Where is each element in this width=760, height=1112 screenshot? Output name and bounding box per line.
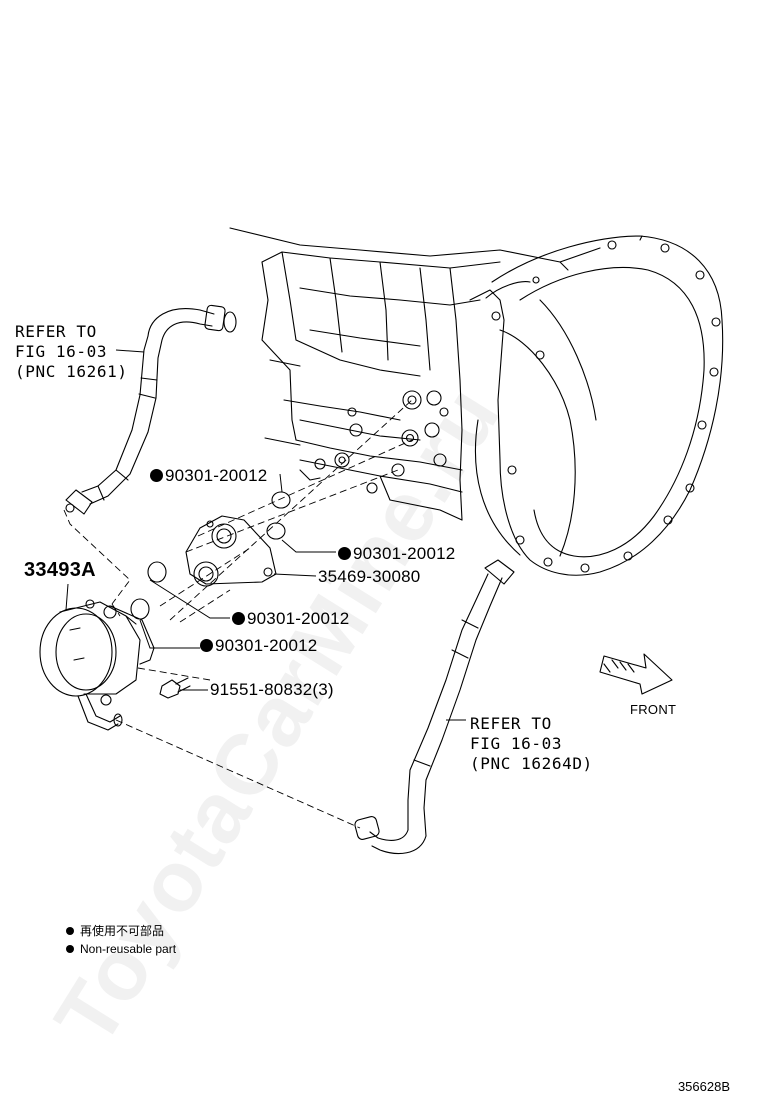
reference-line: REFER TO: [470, 714, 552, 733]
reference-line: (PNC 16264D): [470, 754, 593, 773]
non-reusable-dot-icon: [338, 547, 351, 560]
lower-hose: [354, 559, 515, 855]
part-number: 90301-20012: [165, 466, 268, 485]
reference-line: FIG 16-03: [470, 734, 563, 753]
part-number: 91551-80832(3): [210, 680, 334, 699]
reference-line: REFER TO: [15, 322, 97, 341]
legend: 再使用不可部品 Non-reusable part: [66, 922, 176, 958]
non-reusable-dot-icon: [232, 612, 245, 625]
front-arrow: [599, 653, 673, 695]
dashed-assembly-lines: [63, 399, 413, 829]
part-number: 90301-20012: [215, 636, 318, 655]
leader-lines: [65, 349, 466, 721]
part-label-adapter: 35469-30080: [318, 567, 420, 587]
legend-text-jp: 再使用不可部品: [80, 924, 165, 938]
part-label-o-ring-d: 90301-20012: [200, 636, 317, 656]
legend-row-jp: 再使用不可部品: [66, 922, 176, 940]
part-number: 35469-30080: [318, 567, 421, 586]
part-number: 33493A: [24, 559, 96, 581]
part-label-bolt: 91551-80832(3): [210, 680, 334, 700]
reference-note-upper: REFER TO FIG 16-03 (PNC 16261): [15, 322, 128, 382]
bolt: [159, 677, 191, 699]
part-label-o-ring-c: 90301-20012: [232, 609, 349, 629]
reference-note-lower: REFER TO FIG 16-03 (PNC 16264D): [470, 714, 593, 774]
part-label-oil-cooler: 33493A: [24, 560, 96, 580]
adapter-plate: [185, 515, 277, 587]
part-label-o-ring-b: 90301-20012: [338, 544, 455, 564]
reference-line: FIG 16-03: [15, 342, 108, 361]
o-rings: [130, 491, 291, 620]
transmission-case: [229, 227, 601, 521]
bullet-dot-icon: [66, 945, 74, 953]
bullet-dot-icon: [66, 927, 74, 935]
legend-row-en: Non-reusable part: [66, 940, 176, 958]
bell-housing: [469, 235, 724, 576]
part-number: 90301-20012: [353, 544, 456, 563]
oil-cooler: [39, 599, 155, 731]
part-label-o-ring-a: 90301-20012: [150, 466, 267, 486]
non-reusable-dot-icon: [200, 639, 213, 652]
non-reusable-dot-icon: [150, 469, 163, 482]
part-number: 90301-20012: [247, 609, 350, 628]
legend-text-en: Non-reusable part: [80, 942, 177, 956]
figure-code: 356628B: [677, 1079, 730, 1094]
upper-hose: [65, 304, 237, 515]
front-label: FRONT: [630, 702, 677, 717]
reference-line: (PNC 16261): [15, 362, 128, 381]
